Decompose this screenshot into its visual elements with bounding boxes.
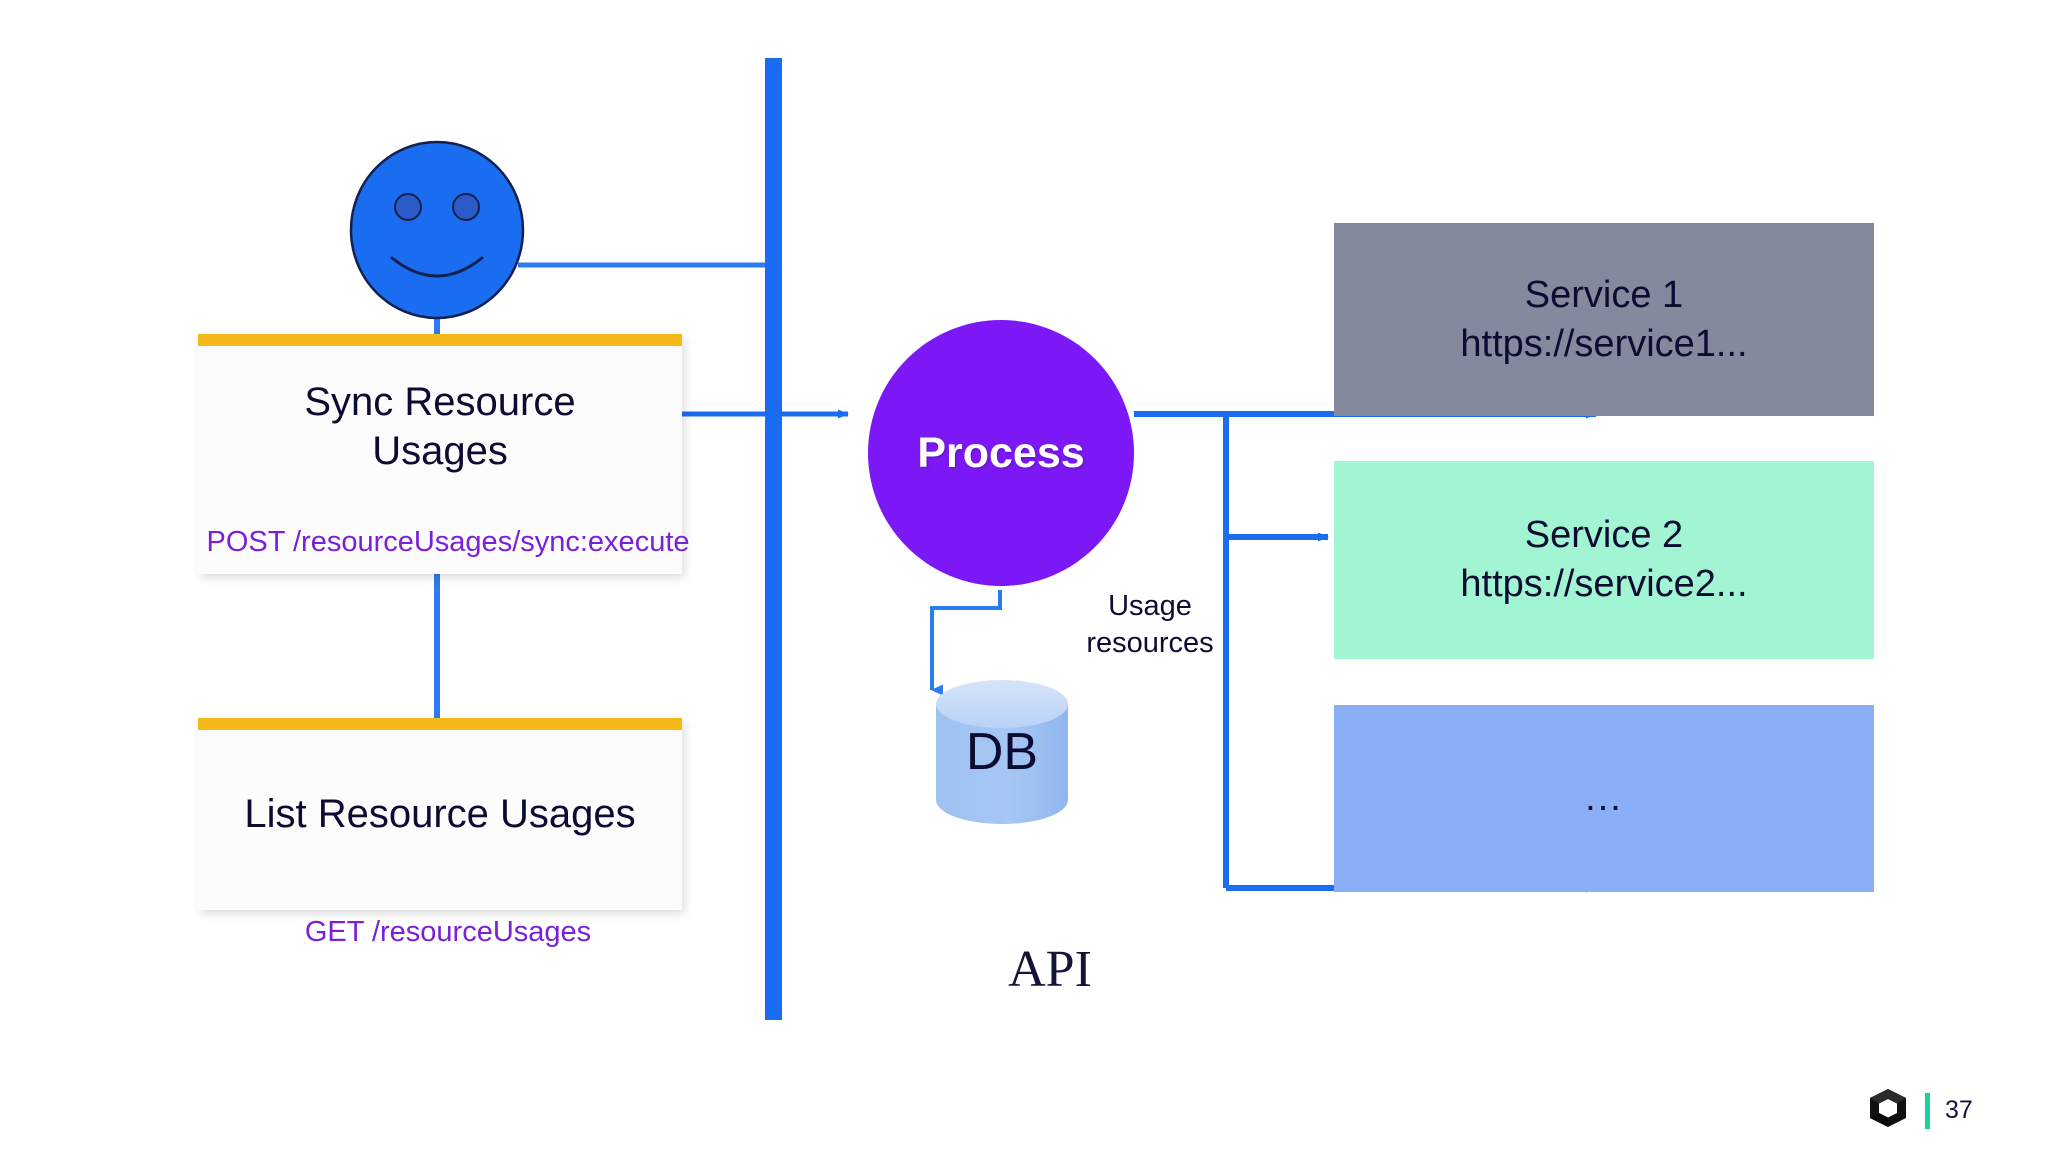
page-number: 37 bbox=[1945, 1096, 1973, 1124]
endpoint-card-list[interactable]: List Resource Usages bbox=[198, 718, 682, 910]
service-box-3[interactable]: ... bbox=[1334, 705, 1874, 892]
service-box-2[interactable]: Service 2 https://service2... bbox=[1334, 461, 1874, 659]
footer-divider bbox=[1925, 1092, 1930, 1129]
endpoint-method-path-post: POST /resourceUsages/sync:execute bbox=[206, 526, 690, 558]
card-accent-bar bbox=[198, 334, 682, 346]
service-box-label: ... bbox=[1585, 777, 1623, 820]
endpoint-card-title: Sync Resource Usages bbox=[304, 380, 576, 473]
service-box-label: Service 1 https://service1... bbox=[1460, 273, 1748, 365]
process-label: Process bbox=[917, 428, 1085, 477]
smiley-face-user-icon bbox=[348, 140, 526, 320]
database-cylinder-icon: DB bbox=[932, 678, 1072, 826]
service-box-label: Service 2 https://service2... bbox=[1460, 514, 1748, 605]
process-node[interactable]: Process bbox=[868, 320, 1134, 586]
service-box-1[interactable]: Service 1 https://service1... bbox=[1334, 223, 1874, 416]
wire-process-to-db bbox=[930, 590, 1002, 696]
database-label: DB bbox=[965, 723, 1039, 781]
card-accent-bar bbox=[198, 718, 682, 730]
endpoint-card-sync[interactable]: Sync Resource Usages bbox=[198, 334, 682, 574]
endpoint-card-title: List Resource Usages bbox=[244, 792, 636, 836]
usage-resources-label: Usage resources bbox=[1086, 590, 1214, 660]
cube-logo-icon bbox=[1866, 1086, 1910, 1135]
api-caption: API bbox=[1008, 941, 1092, 998]
endpoint-method-path-get: GET /resourceUsages bbox=[304, 916, 592, 948]
api-boundary-bar bbox=[765, 58, 782, 1020]
slide-footer: 37 bbox=[1866, 1086, 1973, 1135]
